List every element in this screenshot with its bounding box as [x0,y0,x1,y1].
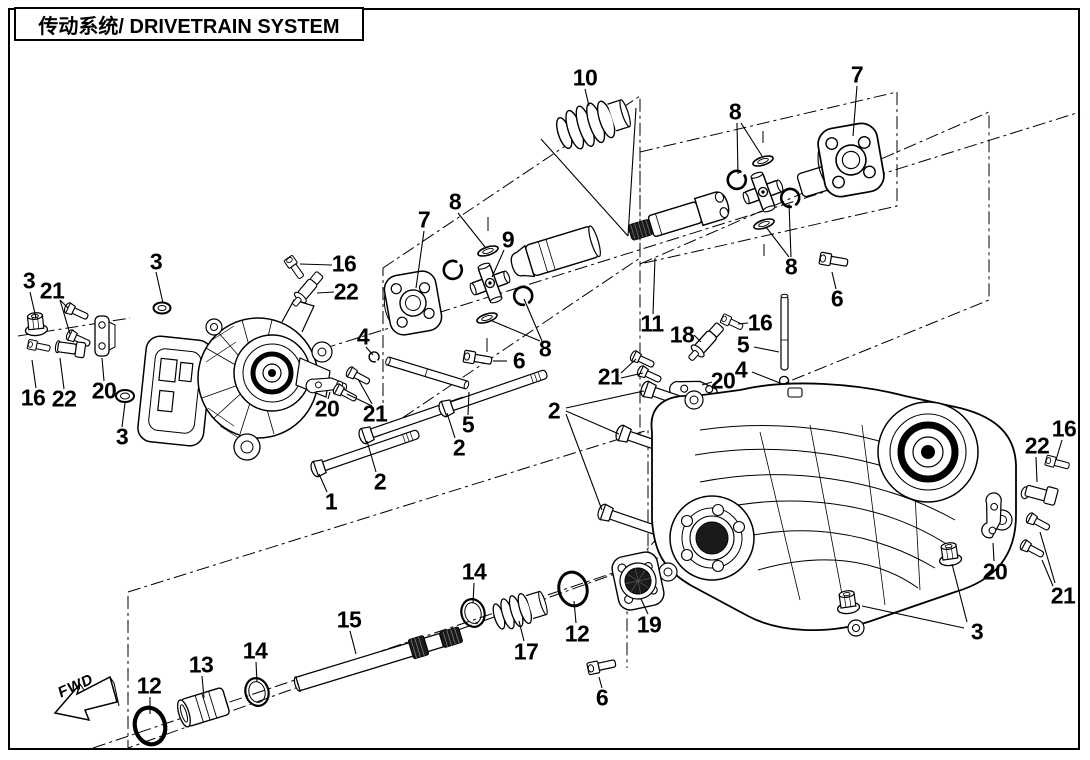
diagram-title-box: 传动系统/ DRIVETRAIN SYSTEM [14,7,364,41]
part-callout-21: 21 [1050,582,1076,609]
part-callout-2: 2 [452,434,466,461]
part-callout-21: 21 [597,363,623,390]
part-callout-1: 1 [324,488,338,515]
part-callout-20: 20 [982,558,1008,585]
part-callout-7: 7 [850,61,864,88]
part-callout-21: 21 [362,400,388,427]
slip-yoke [510,225,601,278]
part-callout-4: 4 [734,356,748,383]
part-callout-12: 12 [136,672,162,699]
part-callout-22: 22 [1024,432,1050,459]
dowel-sleeve-5-front [385,356,470,390]
part-callout-6: 6 [830,285,844,312]
flange-19 [611,551,665,611]
part-callout-8: 8 [784,253,798,280]
rear-differential-fasteners [834,454,1071,616]
part-callout-20: 20 [710,367,736,394]
part-callout-8: 8 [448,188,462,215]
snap-ring-12-rear [557,570,589,608]
front-differential-fasteners [23,254,550,479]
part-callout-15: 15 [336,606,362,633]
part-callout-20: 20 [91,377,117,404]
boot-10 [556,99,631,150]
fwd-arrow [53,675,120,722]
part-callout-16: 16 [331,250,357,277]
part-callout-22: 22 [51,385,77,412]
rear-prop-shaft-assembly [131,551,665,748]
part-callout-17: 17 [513,638,539,665]
part-callout-18: 18 [669,321,695,348]
part-callout-6: 6 [595,684,609,711]
part-callout-10: 10 [572,64,598,91]
sleeve-13 [177,687,230,728]
part-callout-2: 2 [373,468,387,495]
rear-shaft-15 [293,626,463,692]
part-callout-5: 5 [461,411,475,438]
part-callout-7: 7 [417,206,431,233]
part-callout-16: 16 [1051,415,1077,442]
part-callout-9: 9 [501,226,515,253]
part-callout-16: 16 [20,384,46,411]
part-callout-22: 22 [333,278,359,305]
page-border [8,8,1080,750]
breather-tube-5 [780,293,789,371]
part-callout-3: 3 [22,267,36,294]
part-callout-8: 8 [728,98,742,125]
speed-sensor-front-left [54,340,87,359]
front-prop-shaft-assembly [378,99,888,352]
part-callout-4: 4 [356,323,370,350]
part-callout-3: 3 [149,248,163,275]
part-callout-6: 6 [512,347,526,374]
part-callout-14: 14 [461,558,487,585]
part-callout-13: 13 [188,651,214,678]
part-callout-16: 16 [747,309,773,336]
part-callout-20: 20 [314,395,340,422]
washer-front-top [152,301,172,315]
front-differential [137,299,333,461]
part-callout-2: 2 [547,397,561,424]
part-callout-3: 3 [115,423,129,450]
part-callout-11: 11 [640,310,664,337]
part-callout-12: 12 [564,620,590,647]
part-callout-14: 14 [242,637,268,664]
part-callout-3: 3 [970,618,984,645]
part-callout-19: 19 [636,611,662,638]
speed-sensor-rear [1020,484,1059,506]
part-callout-8: 8 [538,335,552,362]
washer-front-bottom [115,389,135,403]
clip-4-front [368,351,380,364]
page-title: 传动系统/ DRIVETRAIN SYSTEM [38,15,340,38]
bracket-front-left [94,315,116,357]
leader-lines [29,85,1063,714]
boot-17 [492,590,548,630]
part-callout-21: 21 [39,277,65,304]
part-callout-5: 5 [736,331,750,358]
rear-differential [650,382,1017,637]
front-shaft-11 [627,191,730,241]
